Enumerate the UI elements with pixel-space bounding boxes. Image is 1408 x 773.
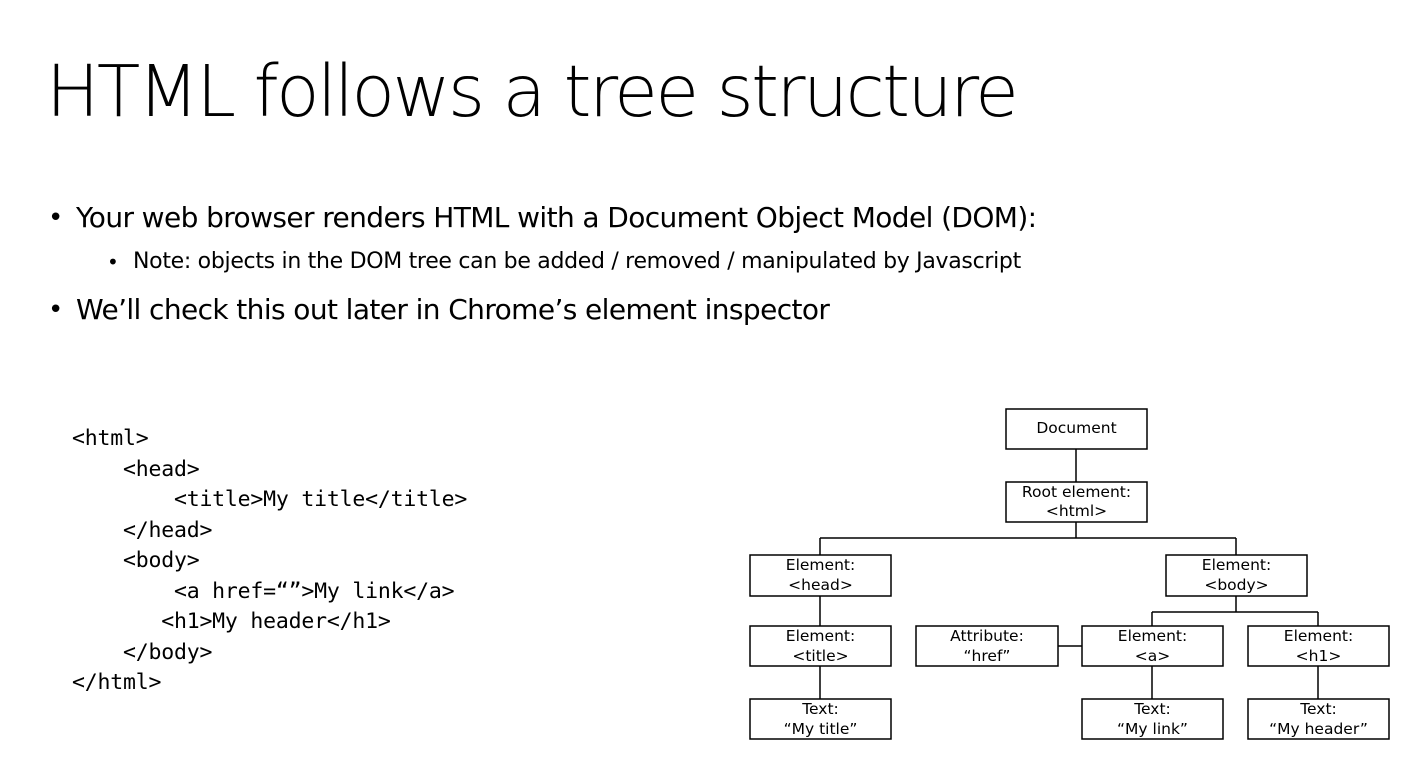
html-code-sample: <html> <head> <title>My title</title> </… <box>72 424 467 699</box>
node-label: Text: <box>1133 700 1171 718</box>
node-label: <body> <box>1204 576 1268 594</box>
node-attribute-href: Attribute: “href” <box>915 625 1059 667</box>
node-element-a: Element: <a> <box>1081 625 1224 667</box>
bullet-text: We’ll check this out later in Chrome’s e… <box>76 293 830 326</box>
tree-connectors <box>819 449 1319 699</box>
node-label: <title> <box>792 647 848 665</box>
bullet-dot: • <box>48 203 63 233</box>
code-line: <head> <box>72 456 200 482</box>
node-label: <html> <box>1046 502 1107 520</box>
bullet-text: Note: objects in the DOM tree can be add… <box>133 249 1021 274</box>
code-line: <title>My title</title> <box>72 487 468 512</box>
node-root-element: Root element: <html> <box>1005 481 1148 523</box>
bullet-item: • Your web browser renders HTML with a D… <box>48 200 1037 236</box>
node-text-my-title: Text: “My title” <box>749 698 892 740</box>
node-label: Element: <box>786 556 855 574</box>
node-label: “My title” <box>784 720 858 738</box>
bullet-dot: • <box>107 250 119 274</box>
code-line: <body> <box>72 548 200 573</box>
code-line: </body> <box>72 639 213 665</box>
node-label: Attribute: <box>950 627 1024 645</box>
node-text-my-header: Text: “My header” <box>1247 698 1390 740</box>
node-label: Text: <box>801 700 839 718</box>
node-element-body: Element: <body> <box>1165 554 1308 597</box>
node-element-h1: Element: <h1> <box>1247 625 1390 667</box>
bullet-dot: • <box>48 295 63 325</box>
node-element-title: Element: <title> <box>749 625 892 667</box>
code-line: <html> <box>72 426 149 451</box>
node-label: <head> <box>788 576 853 594</box>
code-line: </html> <box>72 670 162 695</box>
node-label: “My link” <box>1117 720 1188 738</box>
bullet-item: • We’ll check this out later in Chrome’s… <box>48 292 830 328</box>
node-label: Element: <box>1202 556 1271 574</box>
code-line: </head> <box>72 517 213 543</box>
node-label: “href” <box>964 647 1011 665</box>
node-label: Element: <box>786 627 855 645</box>
node-label: Document <box>1036 419 1116 437</box>
node-label: <a> <box>1135 647 1170 665</box>
node-text-my-link: Text: “My link” <box>1081 698 1224 740</box>
node-label: Text: <box>1299 700 1337 718</box>
node-label: Element: <box>1284 627 1353 645</box>
code-line: <a href=“”>My link</a> <box>72 578 455 604</box>
node-document: Document <box>1005 408 1148 450</box>
node-label: “My header” <box>1269 720 1368 738</box>
node-label: Root element: <box>1022 483 1131 501</box>
code-line: <h1>My header</h1> <box>72 609 391 634</box>
node-label: Element: <box>1118 627 1187 645</box>
sub-bullet-item: • Note: objects in the DOM tree can be a… <box>107 247 1021 277</box>
node-label: <h1> <box>1296 647 1342 665</box>
bullet-text: Your web browser renders HTML with a Doc… <box>76 201 1037 234</box>
slide-title: HTML follows a tree structure <box>46 50 1019 133</box>
node-element-head: Element: <head> <box>749 554 892 597</box>
